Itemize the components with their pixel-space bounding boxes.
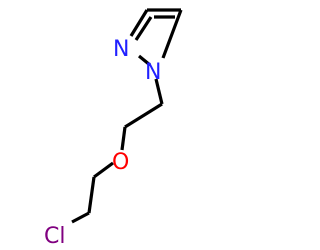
bond-c4-c3-inner <box>134 16 153 41</box>
bond-n1-ch2 <box>154 78 164 105</box>
atom-o-label: O <box>112 150 129 175</box>
structure-diagram: N N O Cl <box>44 8 183 249</box>
atom-n1-label: N <box>145 60 161 85</box>
atom-n2-label: N <box>113 37 129 62</box>
bond-n1-c5 <box>161 9 183 59</box>
bond-ch2-cl <box>71 211 90 224</box>
bond-n1-n2 <box>137 54 152 67</box>
bond-ch2-ch2-cl <box>87 176 96 214</box>
bond-ch2-ch2 <box>124 102 163 129</box>
bond-c4-c3 <box>129 9 149 37</box>
bond-o-ch2 <box>93 161 114 179</box>
bond-ch2-o <box>120 126 127 151</box>
atom-cl-label: Cl <box>44 224 65 249</box>
molecule-canvas: N N O Cl <box>44 8 183 249</box>
